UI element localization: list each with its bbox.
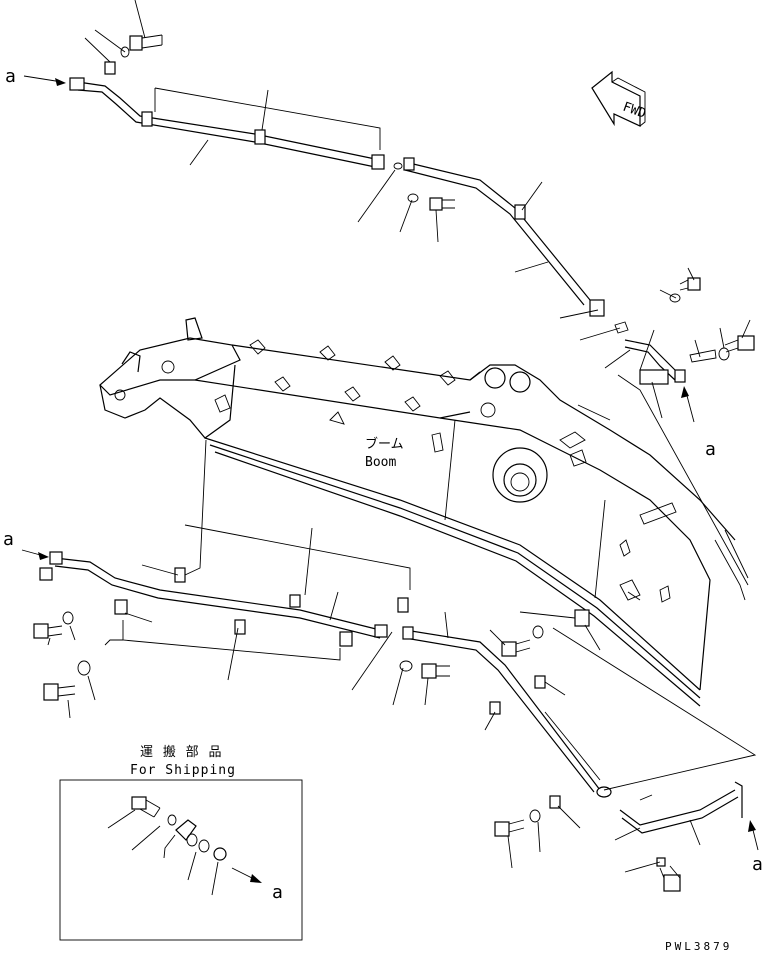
bolt bbox=[659, 865, 681, 892]
bolt bbox=[429, 197, 455, 211]
bolt bbox=[679, 277, 701, 291]
bolt bbox=[494, 819, 525, 837]
connection-label-a: a bbox=[272, 882, 283, 903]
shipping-parts-box: 運 搬 部 品 For Shipping bbox=[59, 745, 303, 941]
shipping-box-frame bbox=[59, 779, 303, 941]
bolt bbox=[131, 796, 161, 818]
upper-pipe-assembly bbox=[69, 34, 755, 385]
arrow-icon bbox=[250, 874, 262, 883]
bolt bbox=[129, 34, 163, 51]
boom-structure bbox=[99, 317, 749, 707]
arrow-icon bbox=[748, 820, 756, 832]
leader-lines bbox=[47, 0, 757, 873]
arrow-icon bbox=[38, 552, 49, 560]
bolt bbox=[501, 639, 531, 657]
boom-label-ja: ブーム bbox=[365, 436, 404, 452]
connection-label-a: a bbox=[5, 66, 16, 87]
lower-pipe-assembly bbox=[33, 524, 743, 892]
boom-label: ブーム Boom bbox=[365, 436, 404, 470]
arrow-icon bbox=[55, 78, 66, 86]
shipping-label-en: For Shipping bbox=[130, 763, 236, 778]
bolt bbox=[43, 683, 76, 701]
connection-label-a: a bbox=[752, 854, 763, 875]
arrow-icon bbox=[681, 386, 689, 398]
shipping-label-ja: 運 搬 部 品 bbox=[140, 745, 222, 760]
fwd-direction-arrow: FWD bbox=[591, 70, 648, 127]
connection-label-a: a bbox=[3, 529, 14, 550]
bolt bbox=[724, 335, 755, 353]
connection-markers: a a a a a bbox=[3, 66, 763, 903]
boom-label-en: Boom bbox=[365, 455, 396, 470]
drawing-code: PWL3879 bbox=[665, 940, 732, 953]
connection-label-a: a bbox=[705, 439, 716, 460]
bolt bbox=[33, 623, 63, 639]
bolt bbox=[421, 663, 450, 679]
